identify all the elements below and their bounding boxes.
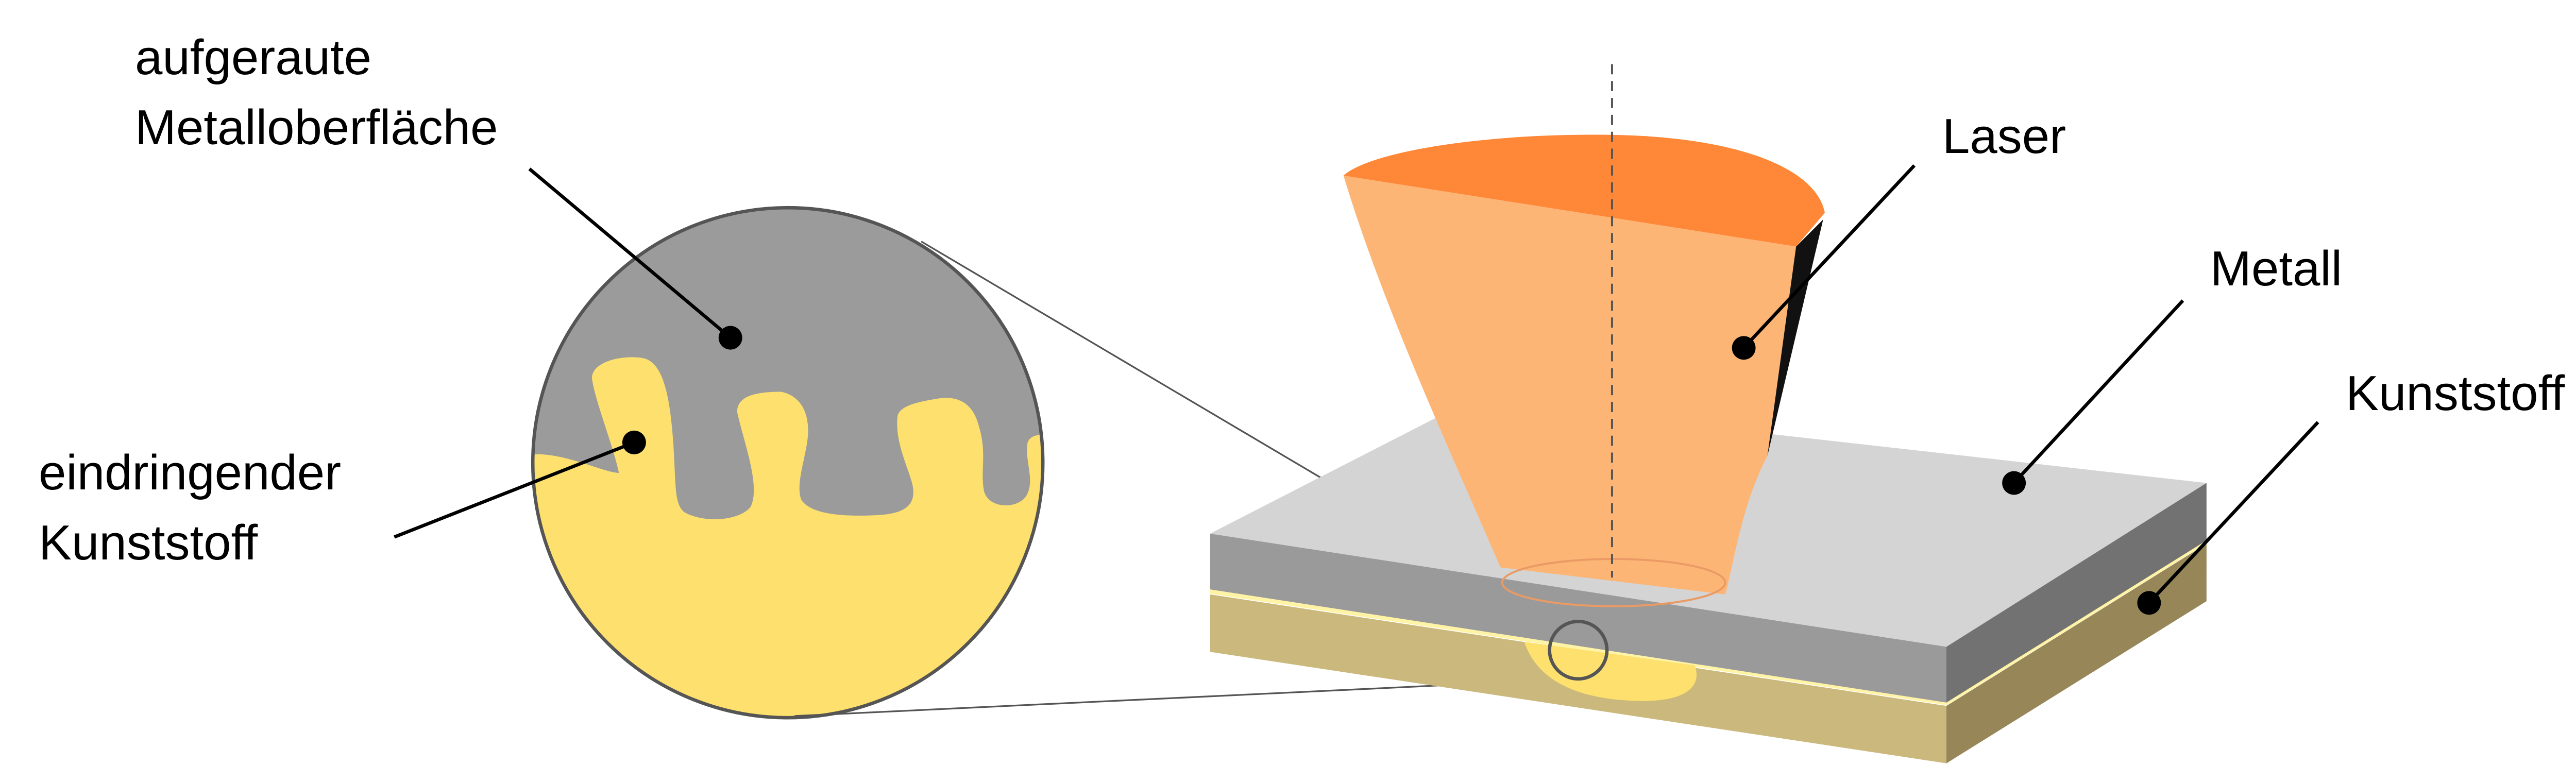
metal-side-face (1946, 483, 2207, 703)
label-roughened-surface-line2: Metalloberfläche (135, 100, 498, 155)
laser-beam (1343, 64, 1825, 607)
laser-focus-spot (1501, 558, 1726, 607)
label-penetrating-plastic: eindringender Kunststoff (39, 438, 341, 578)
label-metal: Metall (2210, 241, 2343, 296)
metal-front-face (1210, 533, 1946, 703)
melt-pool (1524, 641, 1697, 701)
laser-cone-top (1343, 134, 1825, 247)
zoom-circle-outline (531, 206, 1045, 720)
leader-metal (2002, 299, 2184, 495)
leader-plastic (2137, 421, 2319, 615)
leader-lines (394, 164, 2319, 615)
label-roughened-surface: aufgeraute Metalloberfläche (135, 23, 498, 163)
leader-laser (1732, 164, 1916, 360)
label-roughened-surface-line1: aufgeraute (135, 30, 372, 85)
leader-penetrating-plastic (394, 430, 646, 539)
magnified-region-marker (1548, 620, 1609, 681)
laser-cone-body (1343, 175, 1823, 594)
leader-roughened-surface (528, 167, 742, 350)
label-penetrating-plastic-line2: Kunststoff (39, 515, 258, 570)
zoom-circle (531, 206, 1045, 720)
label-plastic: Kunststoff (2346, 366, 2565, 421)
label-laser: Laser (1942, 109, 2066, 164)
label-penetrating-plastic-line1: eindringender (39, 445, 342, 500)
